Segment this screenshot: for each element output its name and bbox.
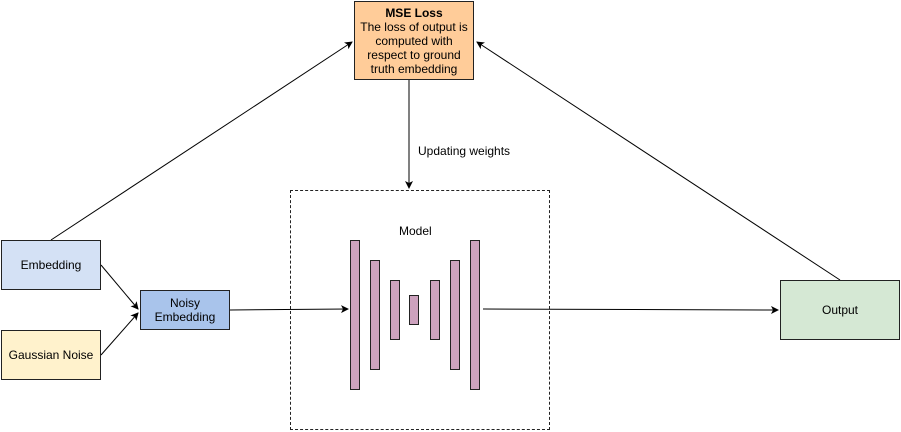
model-layer-2 (370, 260, 380, 370)
model-frame (290, 190, 550, 430)
model-label: Model (399, 224, 432, 238)
model-layer-4 (409, 295, 419, 325)
mse-loss-box: MSE Loss The loss of output is computed … (354, 1, 474, 80)
model-layer-6 (450, 260, 460, 370)
updating-weights-label: Updating weights (418, 144, 511, 158)
arrow-embedding-to-noisy (100, 264, 139, 310)
embedding-label: Embedding (20, 258, 82, 272)
model-layer-7 (470, 240, 480, 390)
gaussian-noise-box: Gaussian Noise (1, 330, 101, 380)
arrow-embedding-to-loss (50, 41, 353, 241)
noisy-embedding-box: Noisy Embedding (140, 290, 230, 330)
arrow-noisy-to-model (229, 305, 349, 314)
model-layer-3 (390, 280, 400, 340)
output-box: Output (780, 280, 900, 340)
arrow-model-to-output (482, 305, 779, 314)
model-layer-1 (350, 240, 360, 390)
noisy-embedding-label: Noisy Embedding (154, 296, 216, 324)
arrow-output-to-loss (476, 41, 841, 281)
model-layer-5 (430, 280, 440, 340)
mse-loss-description: The loss of output is computed with resp… (360, 19, 468, 76)
output-label: Output (821, 303, 859, 317)
arrow-noise-to-noisy (100, 312, 139, 356)
embedding-box: Embedding (1, 240, 101, 290)
mse-loss-title: MSE Loss (385, 5, 443, 20)
gaussian-noise-label: Gaussian Noise (8, 348, 94, 362)
